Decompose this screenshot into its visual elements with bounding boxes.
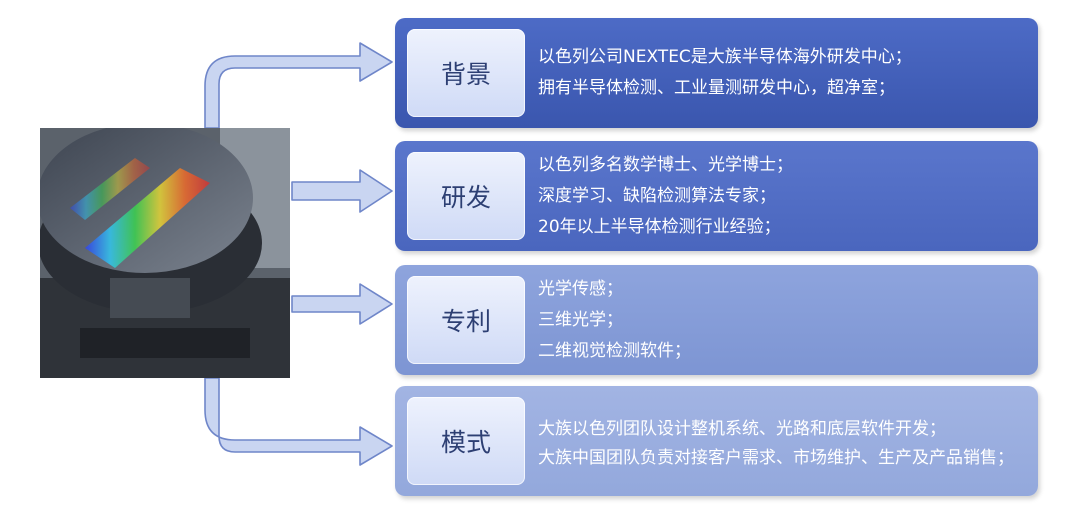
wafer-photo	[40, 128, 290, 378]
arrow-to-research	[291, 169, 393, 213]
arrow-to-background	[204, 42, 393, 129]
panel-model: 模式 大族以色列团队设计整机系统、光路和底层软件开发； 大族中国团队负责对接客户…	[395, 386, 1038, 496]
panel-text: 大族以色列团队设计整机系统、光路和底层软件开发； 大族中国团队负责对接客户需求、…	[538, 392, 1024, 490]
panel-line: 三维光学；	[538, 309, 623, 330]
panel-label: 模式	[407, 397, 525, 485]
panel-line: 以色列多名数学博士、光学博士；	[538, 154, 793, 175]
panel-label: 背景	[407, 29, 525, 117]
arrow-to-model	[204, 377, 393, 466]
panel-patent: 专利 光学传感； 三维光学； 二维视觉检测软件；	[395, 265, 1038, 375]
panel-line: 大族中国团队负责对接客户需求、市场维护、生产及产品销售；	[538, 447, 1014, 468]
panel-line: 20年以上半导体检测行业经验；	[538, 216, 781, 237]
panel-label: 研发	[407, 152, 525, 240]
panel-line: 以色列公司NEXTEC是大族半导体海外研发中心；	[538, 47, 912, 67]
panel-text: 光学传感； 三维光学； 二维视觉检测软件；	[538, 271, 1024, 369]
panel-line: 拥有半导体检测、工业量测研发中心，超净室；	[538, 78, 895, 98]
arrow-to-patent	[291, 283, 393, 325]
panel-line: 深度学习、缺陷检测算法专家；	[538, 185, 776, 206]
panel-background: 背景 以色列公司NEXTEC是大族半导体海外研发中心； 拥有半导体检测、工业量测…	[395, 18, 1038, 128]
panel-line: 大族以色列团队设计整机系统、光路和底层软件开发；	[538, 418, 946, 439]
panel-text: 以色列多名数学博士、光学博士； 深度学习、缺陷检测算法专家； 20年以上半导体检…	[538, 147, 1024, 245]
panel-text: 以色列公司NEXTEC是大族半导体海外研发中心； 拥有半导体检测、工业量测研发中…	[538, 24, 1024, 122]
panel-line: 光学传感；	[538, 278, 623, 299]
panel-research: 研发 以色列多名数学博士、光学博士； 深度学习、缺陷检测算法专家； 20年以上半…	[395, 141, 1038, 251]
panel-line: 二维视觉检测软件；	[538, 340, 691, 361]
panel-label: 专利	[407, 276, 525, 364]
